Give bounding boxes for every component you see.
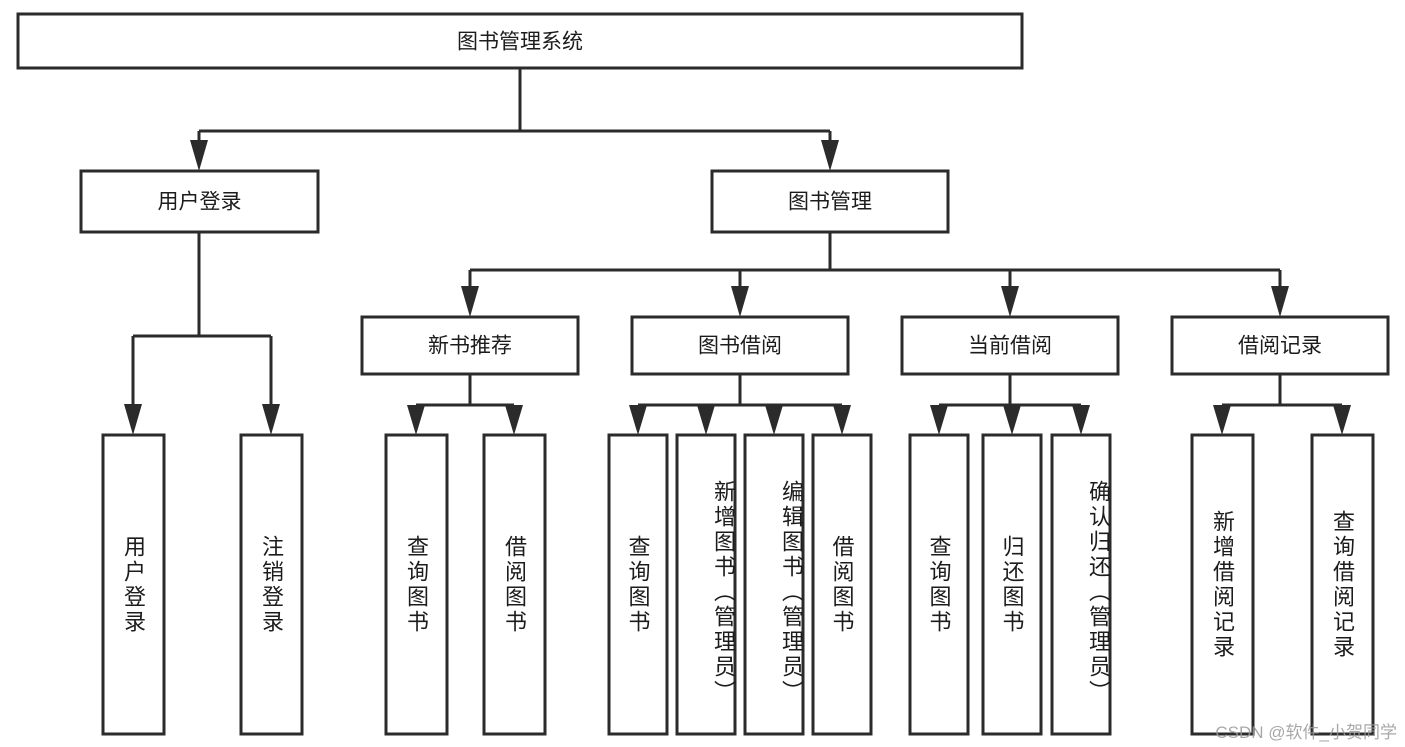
edge-userlogin-to-leaves: [124, 232, 280, 435]
leaf-box-borrow-book-1[interactable]: [482, 433, 547, 736]
arrowhead-new-book-rec: [461, 286, 479, 317]
node-new-book-recommend-box[interactable]: [360, 315, 580, 376]
node-book-borrow[interactable]: 图书借阅: [630, 315, 850, 376]
node-borrow-record[interactable]: 借阅记录: [1170, 315, 1390, 376]
arrowhead-book-borrow: [731, 286, 749, 317]
arrowhead-user-login: [190, 140, 208, 171]
leaf-box-query-book-1[interactable]: [384, 433, 449, 736]
node-root[interactable]: 图书管理系统: [16, 12, 1024, 70]
arrowhead-bookborrow-leaf-1: [629, 405, 647, 435]
edge-root-to-level2: [190, 68, 839, 171]
node-book-management[interactable]: 图书管理: [710, 169, 950, 234]
leaf-box-borrow-book-2[interactable]: [811, 433, 873, 736]
arrowhead-currentborrow-leaf-3: [1072, 405, 1090, 435]
leaf-box-add-book-admin[interactable]: [675, 433, 737, 736]
leaf-box-confirm-return-admin[interactable]: [1050, 433, 1112, 736]
arrowhead-bookborrow-leaf-4: [833, 405, 851, 435]
edge-currentborrow-to-leaves: [930, 374, 1090, 435]
leaf-box-return-book[interactable]: [981, 433, 1043, 736]
arrowhead-currentborrow-leaf-1: [930, 405, 948, 435]
arrowhead-currentborrow-leaf-2: [1003, 405, 1021, 435]
node-new-book-recommend-label: 新书推荐: [428, 335, 512, 358]
arrowhead-current-borrow: [1001, 286, 1019, 317]
arrowhead-borrow-record: [1271, 286, 1289, 317]
node-book-borrow-box[interactable]: [630, 315, 850, 376]
node-new-book-recommend[interactable]: 新书推荐: [360, 315, 580, 376]
arrowhead-newbook-leaf-2: [505, 405, 523, 435]
arrowhead-newbook-leaf-1: [407, 405, 425, 435]
arrowhead-borrowrecord-leaf-1: [1213, 405, 1231, 435]
arrowhead-borrowrecord-leaf-2: [1333, 405, 1351, 435]
node-current-borrow-label: 当前借阅: [968, 335, 1052, 358]
node-book-management-box[interactable]: [710, 169, 950, 234]
csdn-watermark: CSDN @软件_小贺同学: [1215, 723, 1397, 742]
leaf-box-logout[interactable]: [239, 433, 304, 736]
arrowhead-leaf-user-login: [124, 404, 142, 435]
leaf-box-edit-book-admin[interactable]: [743, 433, 805, 736]
node-borrow-record-label: 借阅记录: [1238, 335, 1322, 358]
node-user-login-label: 用户登录: [158, 191, 242, 214]
leaf-box-user-login[interactable]: [101, 433, 166, 736]
node-borrow-record-box[interactable]: [1170, 315, 1390, 376]
leaf-box-add-borrow-record[interactable]: [1190, 433, 1255, 736]
leaf-box-query-book-3[interactable]: [908, 433, 970, 736]
arrowhead-book-mgmt: [821, 140, 839, 171]
arrowhead-leaf-logout: [262, 404, 280, 435]
edge-borrowrecord-to-leaves: [1213, 374, 1351, 435]
node-current-borrow-box[interactable]: [900, 315, 1120, 376]
node-book-management-label: 图书管理: [788, 191, 872, 214]
leaf-box-query-borrow-record[interactable]: [1310, 433, 1375, 736]
node-book-borrow-label: 图书借阅: [698, 335, 782, 358]
arrowhead-bookborrow-leaf-2: [697, 405, 715, 435]
leaf-box-query-book-2[interactable]: [607, 433, 669, 736]
arrowhead-bookborrow-leaf-3: [765, 405, 783, 435]
edge-newbook-to-leaves: [407, 374, 523, 435]
node-user-login[interactable]: 用户登录: [79, 169, 320, 234]
edge-bookborrow-to-leaves: [629, 374, 851, 435]
node-root-box[interactable]: [16, 12, 1024, 70]
node-current-borrow[interactable]: 当前借阅: [900, 315, 1120, 376]
edge-bookmgmt-to-level3: [461, 232, 1289, 317]
node-root-label: 图书管理系统: [457, 31, 583, 54]
